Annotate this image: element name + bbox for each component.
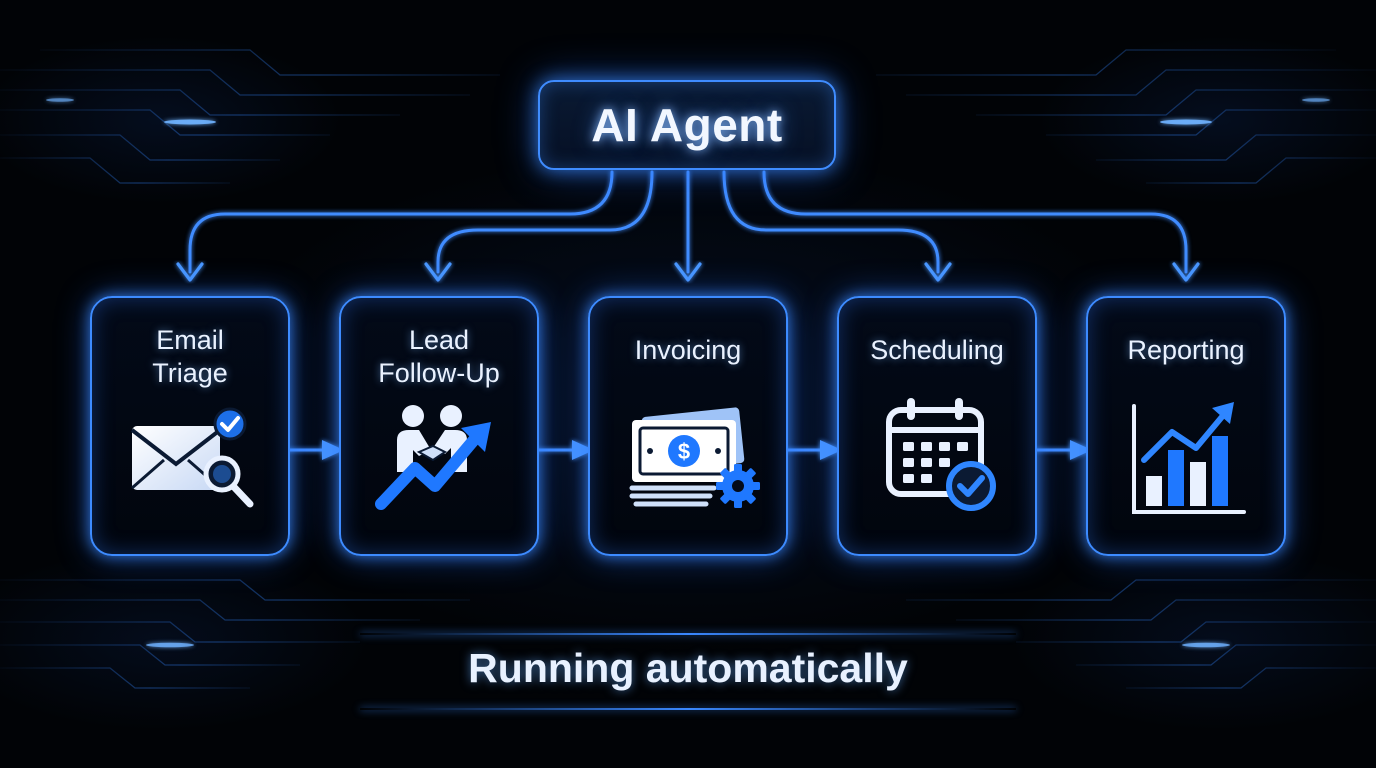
connector-agent-to-scheduling — [722, 170, 940, 274]
arrowhead-right-1 — [322, 440, 344, 460]
email-search-check-icon — [130, 407, 254, 508]
footer-divider-top — [360, 633, 1016, 635]
connector-agent-to-reporting — [762, 170, 1188, 274]
svg-text:$: $ — [678, 439, 690, 464]
ai-agent-node: AI Agent — [538, 80, 836, 170]
circuit-traces-bottom-left — [0, 579, 470, 689]
arrowhead-right-3 — [820, 440, 842, 460]
task-label: Lead Follow-Up — [378, 325, 500, 388]
connector-agent-to-lead-follow-up — [436, 170, 654, 274]
arrowhead-right-2 — [572, 440, 594, 460]
task-label: Reporting — [1127, 335, 1245, 365]
money-gear-icon: $ — [629, 407, 760, 508]
task-lead-follow-up: Lead Follow-Up — [339, 296, 539, 556]
task-invoicing: Invoicing $ — [588, 296, 788, 556]
circuit-traces-bottom-right — [906, 579, 1376, 689]
bar-chart-trend-icon — [1132, 402, 1246, 514]
task-label: Email Triage — [152, 325, 228, 388]
arrowhead-down-2 — [424, 262, 452, 282]
arrowhead-down-5 — [1172, 262, 1200, 282]
arrowhead-right-4 — [1070, 440, 1092, 460]
footer-status-text: Running automatically — [468, 645, 908, 691]
footer-divider-bottom — [360, 708, 1016, 710]
arrowhead-down-3 — [674, 262, 702, 282]
handshake-growth-icon — [375, 405, 491, 510]
arrowhead-down-1 — [176, 262, 204, 282]
task-label: Invoicing — [634, 335, 742, 365]
task-label: Scheduling — [870, 335, 1004, 365]
calendar-check-icon — [886, 398, 996, 511]
task-scheduling: Scheduling — [837, 296, 1037, 556]
task-reporting: Reporting — [1086, 296, 1286, 556]
connector-agent-to-email-triage — [188, 170, 614, 274]
circuit-glow-dots — [46, 98, 1330, 648]
arrowhead-down-4 — [924, 262, 952, 282]
ai-agent-title: AI Agent — [591, 99, 783, 151]
task-email-triage: Email Triage — [90, 296, 290, 556]
